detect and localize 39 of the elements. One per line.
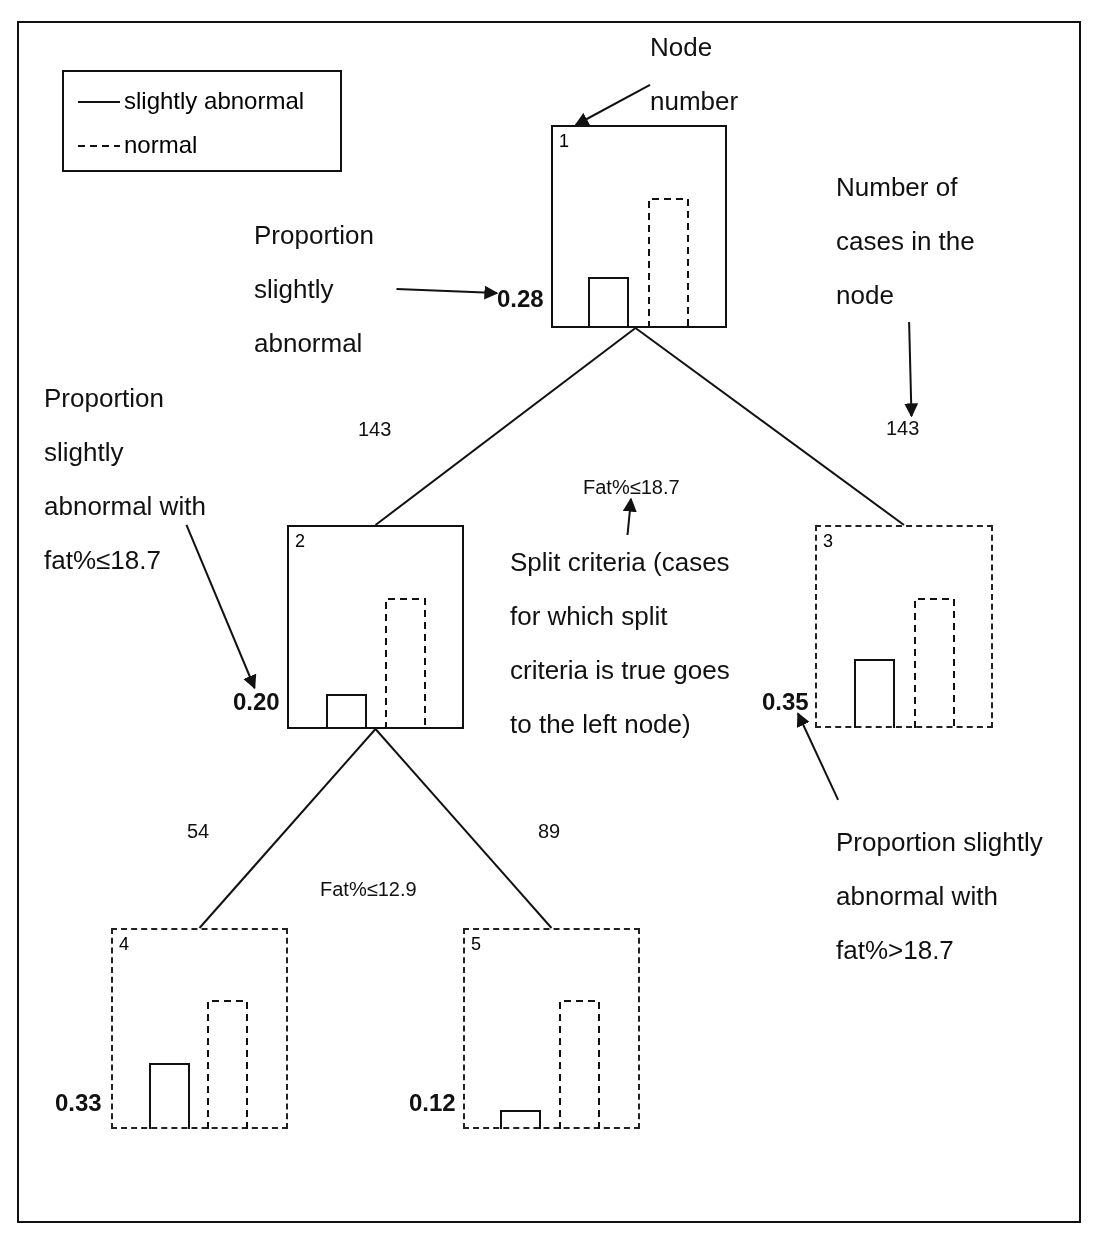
annotation-text: Split criteria (cases for which split criteria is true goes to the left node) [510, 535, 745, 805]
tree-branch-line [198, 728, 377, 929]
node-number: 4 [119, 934, 129, 954]
tree-node-box [111, 928, 288, 1129]
proportion-value: 0.20 [233, 688, 281, 718]
proportion-value: 0.28 [497, 285, 545, 315]
arrow [395, 285, 499, 300]
case-count-label: 89 [538, 819, 561, 843]
node-number: 3 [823, 531, 833, 551]
legend-text: normal [124, 130, 198, 160]
value-label: Fat%≤18.7 [583, 475, 679, 499]
arrow [904, 321, 919, 418]
annotation-text: Number of cases in the node [836, 160, 1006, 322]
arrow [185, 523, 257, 690]
tree-node-box [815, 525, 993, 728]
proportion-value: 0.35 [762, 688, 810, 718]
tree-branch-line [634, 327, 905, 526]
legend-text: slightly abnormal [124, 86, 305, 116]
tree-branch-line [374, 327, 637, 526]
annotation-text: Node number [650, 20, 770, 128]
tree-node-box [551, 125, 727, 328]
case-count-label: 143 [358, 417, 392, 441]
node-number: 2 [295, 531, 305, 551]
annotation-text: Proportion slightly abnormal with fat%≤18.7 [44, 371, 229, 641]
proportion-value: 0.33 [55, 1089, 102, 1117]
tree-node-box [463, 928, 640, 1129]
node-number: 5 [471, 934, 481, 954]
tree-node-box [287, 525, 464, 729]
case-count-label: 54 [187, 819, 210, 843]
tree-branch-line [374, 728, 553, 929]
arrow [574, 83, 651, 126]
value-label: 143 [886, 416, 920, 440]
node-number: 1 [559, 131, 569, 151]
annotation-text: Proportion slightly abnormal [254, 208, 404, 370]
annotation-text: Proportion slightly abnormal with fat%>18.7 [836, 815, 1046, 1031]
split-criterion-label: Fat%≤12.9 [320, 877, 417, 901]
proportion-value: 0.12 [409, 1089, 456, 1117]
arrow [622, 497, 637, 536]
arrow [796, 712, 840, 801]
